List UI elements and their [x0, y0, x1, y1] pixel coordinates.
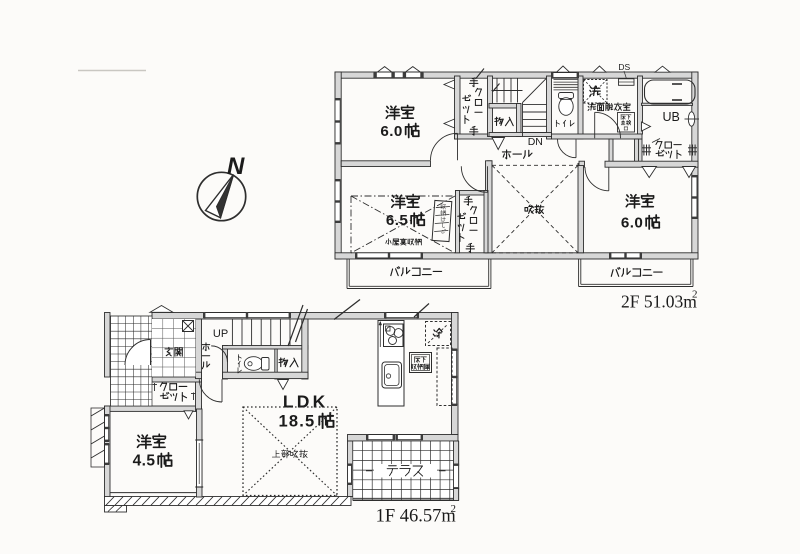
svg-text:LDK: LDK [283, 392, 329, 412]
svg-text:4.5: 4.5 [133, 453, 156, 470]
svg-text:6.0: 6.0 [621, 214, 643, 231]
svg-text:2F 51.03m: 2F 51.03m [621, 292, 697, 312]
svg-text:N: N [227, 153, 245, 180]
svg-text:DN: DN [528, 136, 543, 148]
svg-text:2: 2 [692, 289, 698, 301]
svg-text:UB: UB [663, 110, 680, 124]
svg-text:18.5: 18.5 [279, 412, 316, 430]
svg-text:UP: UP [213, 328, 228, 340]
svg-text:2: 2 [451, 503, 457, 515]
svg-text:6.5: 6.5 [386, 212, 408, 229]
svg-text:DS: DS [618, 62, 630, 72]
svg-text:6.0: 6.0 [380, 123, 402, 140]
svg-text:1F 46.57m: 1F 46.57m [376, 507, 457, 527]
